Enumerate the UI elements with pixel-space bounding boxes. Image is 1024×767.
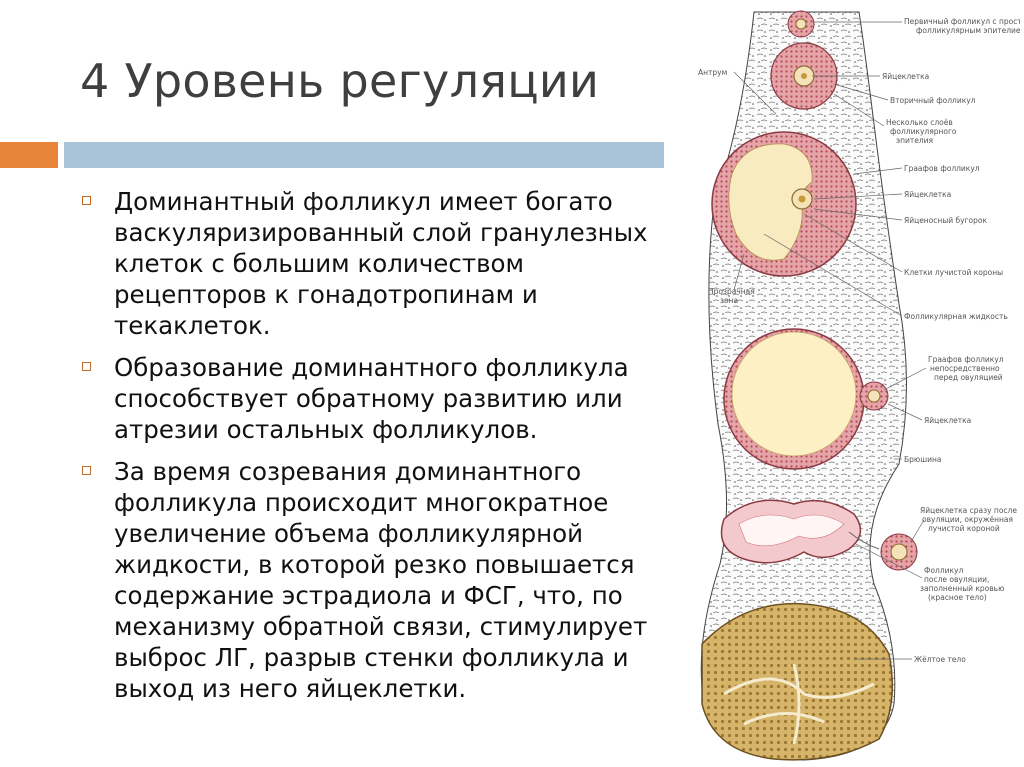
square-bullet-icon bbox=[82, 362, 91, 371]
label-graafian-pre-2: непосредственно bbox=[930, 364, 1000, 373]
label-oocyte-3: Яйцеклетка bbox=[924, 416, 971, 425]
bullet-text: Доминантный фолликул имеет богато васкул… bbox=[114, 187, 648, 340]
bullet-item: За время созревания доминантного фоллику… bbox=[78, 456, 668, 704]
square-bullet-icon bbox=[82, 466, 91, 475]
label-primary-follicle-2: фолликулярным эпителием bbox=[916, 26, 1020, 35]
label-corona: Клетки лучистой короны bbox=[904, 268, 1003, 277]
accent-bar-orange bbox=[0, 142, 58, 168]
label-corpus-luteum: Жёлтое тело bbox=[914, 655, 966, 664]
label-post-4: (красное тело) bbox=[928, 593, 987, 602]
label-antrum: Антрум bbox=[698, 68, 727, 77]
square-bullet-icon bbox=[82, 196, 91, 205]
label-post-3: заполненный кровью bbox=[920, 584, 1004, 593]
label-peritoneum: Брюшина bbox=[904, 455, 941, 464]
label-primary-follicle: Первичный фолликул с простым bbox=[904, 17, 1020, 26]
label-oocyte-1: Яйцеклетка bbox=[882, 72, 929, 81]
label-layers-1: Несколько слоёв bbox=[886, 118, 953, 127]
label-cumulus: Яйценосный бугорок bbox=[904, 216, 987, 225]
bullet-item: Доминантный фолликул имеет богато васкул… bbox=[78, 186, 668, 341]
label-layers-2: фолликулярного bbox=[890, 127, 957, 136]
label-post-1: Фолликул bbox=[924, 566, 963, 575]
label-secondary-follicle: Вторичный фолликул bbox=[890, 96, 976, 105]
bullet-item: Образование доминантного фолликула спосо… bbox=[78, 352, 668, 445]
follicle-development-illustration: Первичный фолликул с простым фолликулярн… bbox=[698, 10, 1020, 761]
label-post-2: после овуляции, bbox=[924, 575, 989, 584]
bullet-text: За время созревания доминантного фоллику… bbox=[114, 457, 648, 703]
accent-bar-blue bbox=[64, 142, 664, 168]
label-graafian: Граафов фолликул bbox=[904, 164, 980, 173]
label-layers-3: эпителия bbox=[896, 136, 933, 145]
bullet-text: Образование доминантного фолликула спосо… bbox=[114, 353, 629, 444]
bullet-list: Доминантный фолликул имеет богато васкул… bbox=[78, 186, 668, 715]
label-fluid: Фолликулярная жидкость bbox=[904, 312, 1008, 321]
label-ovulated-2: овуляции, окружённая bbox=[922, 515, 1013, 524]
label-zona-2: зона bbox=[720, 296, 738, 305]
label-ovulated-1: Яйцеклетка сразу после bbox=[920, 506, 1017, 515]
label-graafian-pre-3: перед овуляцией bbox=[934, 373, 1003, 382]
label-graafian-pre-1: Граафов фолликул bbox=[928, 355, 1004, 364]
label-oocyte-2: Яйцеклетка bbox=[904, 190, 951, 199]
label-ovulated-3: лучистой короной bbox=[928, 524, 1000, 533]
label-zona-1: Прозрачная bbox=[708, 287, 755, 296]
slide-title: 4 Уровень регуляции bbox=[80, 54, 600, 108]
